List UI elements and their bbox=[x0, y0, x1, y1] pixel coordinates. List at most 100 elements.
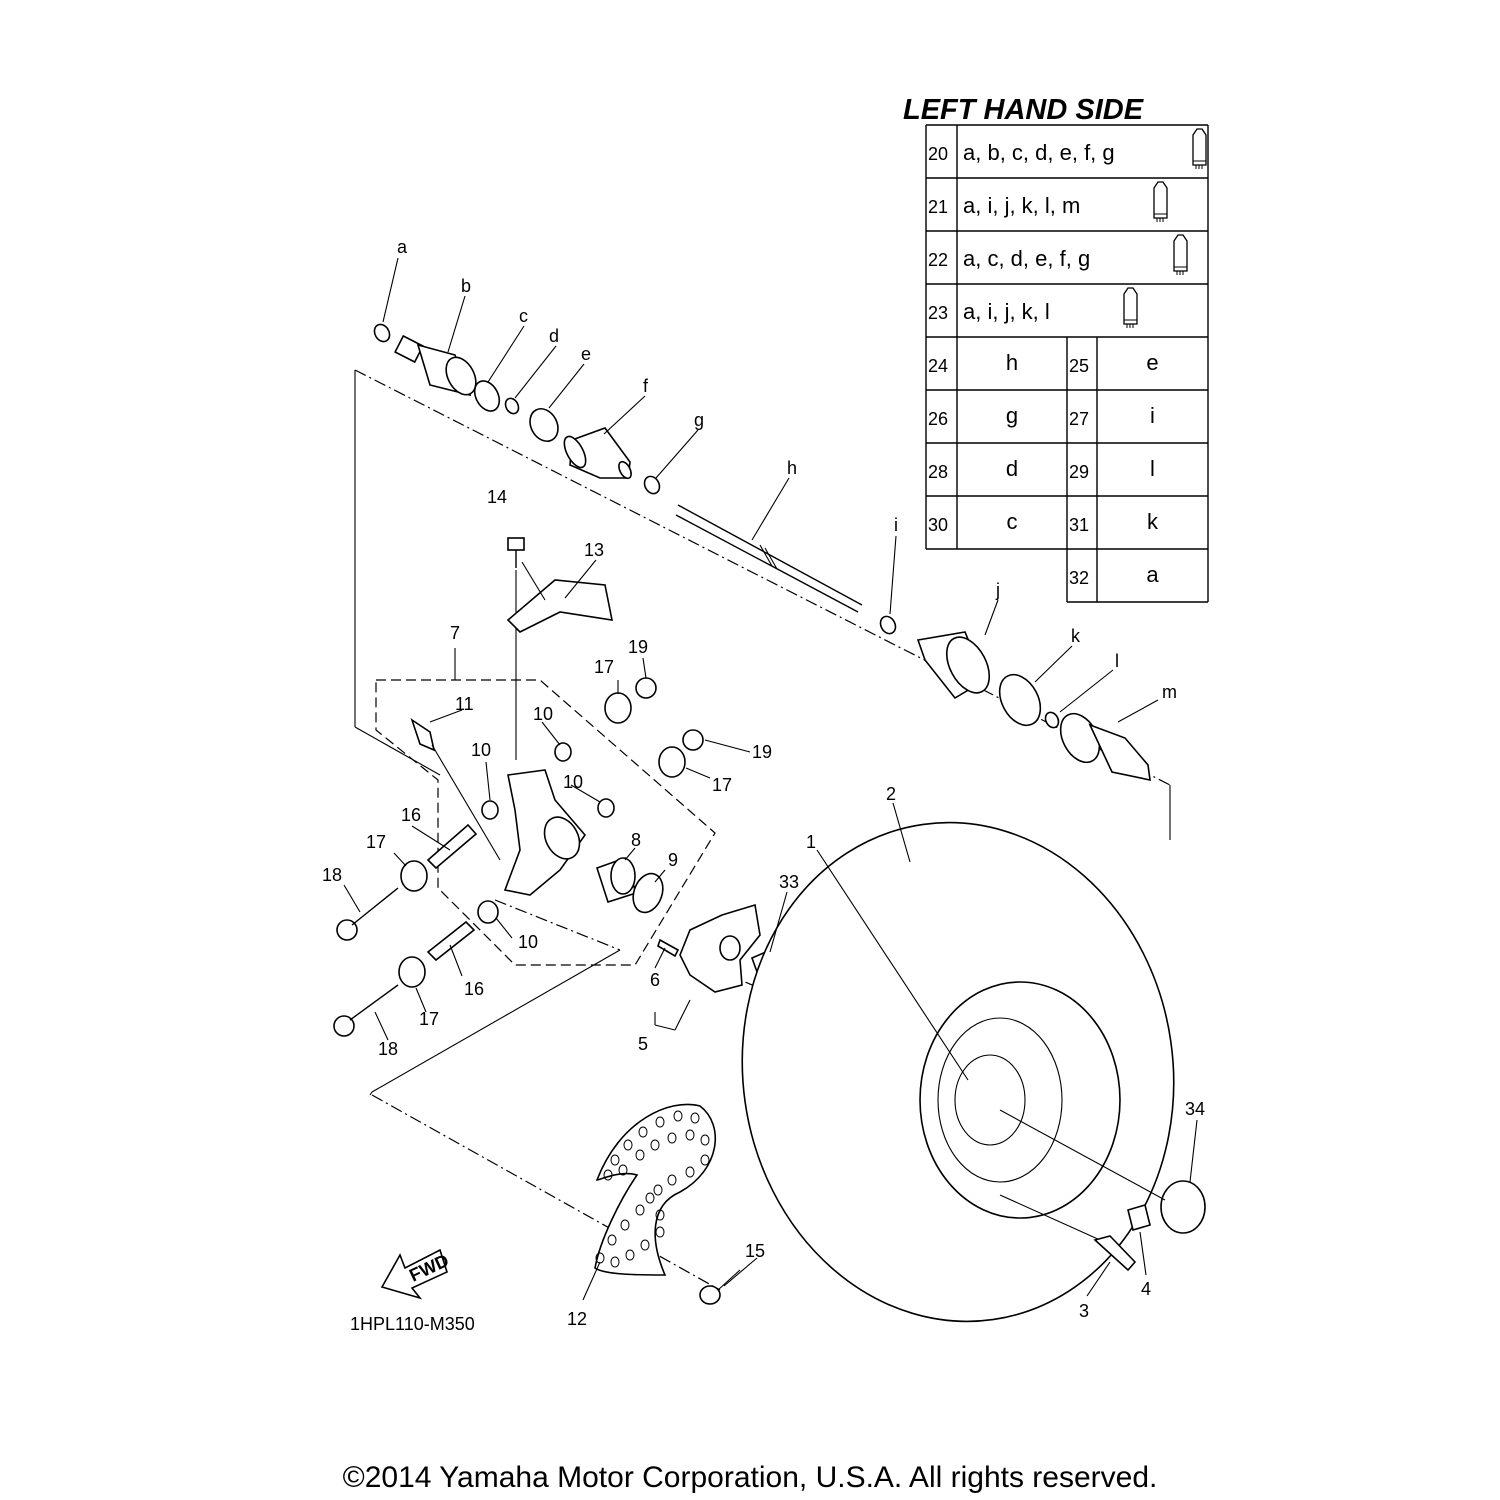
table-row-num: 20 bbox=[928, 144, 948, 164]
table-row-value: a bbox=[1146, 562, 1159, 587]
disc-hole bbox=[635, 1204, 645, 1216]
callout-17b: 17 bbox=[712, 775, 732, 795]
callout-34: 34 bbox=[1185, 1099, 1205, 1119]
nut-19a bbox=[635, 677, 657, 699]
disc-hole bbox=[603, 1169, 613, 1181]
callout-4: 4 bbox=[1141, 1279, 1151, 1299]
table-row-num: 24 bbox=[928, 356, 948, 376]
rim-1 bbox=[919, 981, 1121, 1219]
sleeve-16a bbox=[426, 823, 478, 870]
table-row-value: a, c, d, e, f, g bbox=[963, 246, 1090, 271]
table-row-num: 27 bbox=[1069, 409, 1089, 429]
callout-16b: 16 bbox=[464, 979, 484, 999]
bolt-18a bbox=[336, 887, 399, 941]
seal-17d bbox=[398, 956, 426, 988]
table-row-value: a, i, j, k, l, m bbox=[963, 193, 1080, 218]
callout-17a: 17 bbox=[594, 657, 614, 677]
sleeve-16b bbox=[426, 920, 476, 962]
bushing-10c bbox=[597, 798, 615, 818]
cap-34 bbox=[1160, 1180, 1206, 1234]
table-grid: 20 a, b, c, d, e, f, g 21 a, i, j, k, l, m 2… bbox=[925, 124, 1209, 603]
callout-labels: a b c d e f g h i j k l m 1 2 3 4 5 6 7 … bbox=[322, 237, 1205, 1329]
callout-l: l bbox=[1115, 651, 1119, 671]
grease-tube-icon bbox=[1192, 128, 1207, 169]
bushing-10d bbox=[477, 900, 499, 924]
nut-4 bbox=[1127, 1203, 1151, 1232]
seal-17a bbox=[604, 692, 632, 724]
callout-9: 9 bbox=[668, 850, 678, 870]
brake-disc-12 bbox=[594, 1103, 717, 1276]
disc-hole bbox=[635, 1149, 645, 1161]
callout-18a: 18 bbox=[322, 865, 342, 885]
disc-hole bbox=[625, 1249, 635, 1261]
bolt-15 bbox=[699, 1269, 741, 1305]
stud-6 bbox=[657, 938, 680, 958]
table-row-num: 22 bbox=[928, 250, 948, 270]
callout-10c: 10 bbox=[563, 772, 583, 792]
band-c bbox=[473, 380, 501, 412]
disc-hole bbox=[653, 1184, 663, 1196]
callout-d: d bbox=[549, 326, 559, 346]
callout-15: 15 bbox=[745, 1241, 765, 1261]
disc-hole bbox=[685, 1166, 695, 1178]
callout-e: e bbox=[581, 344, 591, 364]
bushing-10a bbox=[481, 800, 499, 820]
fwd-arrow-icon: FWD bbox=[380, 1248, 452, 1300]
callout-16a: 16 bbox=[401, 805, 421, 825]
boot-f bbox=[563, 427, 632, 480]
callout-i: i bbox=[894, 515, 898, 535]
callout-3: 3 bbox=[1079, 1301, 1089, 1321]
disc-hole bbox=[655, 1116, 665, 1128]
table-row-num: 31 bbox=[1069, 515, 1089, 535]
callout-g: g bbox=[694, 410, 704, 430]
disc-hole bbox=[690, 1112, 700, 1124]
clip-l bbox=[1044, 711, 1060, 729]
callout-19b: 19 bbox=[752, 742, 772, 762]
disc-hole bbox=[667, 1132, 677, 1144]
circlip-a bbox=[373, 323, 391, 343]
parts-table: LEFT HAND SIDE 20 a, b, c, d, e, f, g 21 a,… bbox=[903, 94, 1209, 603]
callout-c: c bbox=[519, 306, 528, 326]
clamp-k bbox=[998, 673, 1042, 727]
inner-joint-m bbox=[1059, 712, 1151, 782]
callout-17c: 17 bbox=[366, 832, 386, 852]
boot-j bbox=[916, 631, 991, 700]
callout-b: b bbox=[461, 276, 471, 296]
table-row-value: i bbox=[1150, 403, 1155, 428]
table-row-value: a, i, j, k, l bbox=[963, 299, 1050, 324]
table-row-num: 30 bbox=[928, 515, 948, 535]
outer-joint-b bbox=[394, 334, 477, 397]
callout-14: 14 bbox=[487, 487, 507, 507]
bearing-8 bbox=[595, 856, 638, 904]
bolt-18b bbox=[333, 984, 399, 1037]
wheel-tire-assembly bbox=[741, 821, 1206, 1323]
table-row-value: e bbox=[1146, 350, 1158, 375]
callout-8: 8 bbox=[631, 830, 641, 850]
table-row-value: a, b, c, d, e, f, g bbox=[963, 140, 1115, 165]
callout-10a: 10 bbox=[471, 740, 491, 760]
disc-hole bbox=[645, 1192, 655, 1204]
table-row-num: 28 bbox=[928, 462, 948, 482]
disc-hole bbox=[620, 1219, 630, 1231]
table-title: LEFT HAND SIDE bbox=[903, 94, 1145, 126]
disc-hole bbox=[655, 1226, 665, 1238]
bushing-10b bbox=[554, 742, 572, 762]
callout-6: 6 bbox=[650, 970, 660, 990]
callout-m: m bbox=[1162, 682, 1177, 702]
table-row-value: d bbox=[1006, 456, 1018, 481]
callout-10d: 10 bbox=[518, 932, 538, 952]
callout-33: 33 bbox=[779, 872, 799, 892]
table-row-value: l bbox=[1150, 456, 1155, 481]
grease-nipple-11 bbox=[410, 718, 436, 752]
knuckle-assembly bbox=[333, 537, 716, 1037]
table-row-num: 21 bbox=[928, 197, 948, 217]
nut-19b bbox=[682, 729, 704, 751]
table-row-value: g bbox=[1006, 403, 1018, 428]
disc-hole bbox=[607, 1234, 617, 1246]
clamp-i bbox=[879, 615, 897, 635]
disc-hole bbox=[650, 1139, 660, 1151]
disc-hole bbox=[610, 1256, 620, 1268]
bolt-14 bbox=[507, 537, 525, 568]
callout-12: 12 bbox=[567, 1309, 587, 1329]
